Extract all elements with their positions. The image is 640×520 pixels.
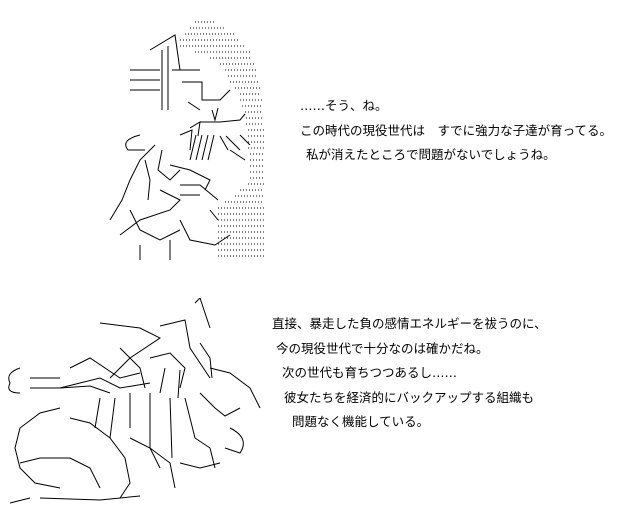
dialogue-line: 彼女たちを経済的にバックアップする組織も bbox=[284, 389, 535, 405]
dialogue-line: 問題なく機能している。 bbox=[292, 414, 430, 429]
ascii-art-figure-bottom-drawing bbox=[8, 298, 261, 504]
dialogue-line: この時代の現役世代は すでに強力な子達が育ってる。 bbox=[300, 122, 613, 138]
ascii-art-figure-top bbox=[100, 10, 280, 270]
dialogue-line: 今の現役世代で十分なのは確かだね。 bbox=[276, 340, 489, 356]
ascii-art-figure-top-drawing bbox=[109, 21, 264, 260]
dialogue-line: 次の世代も育ちつつあるし…… bbox=[282, 365, 458, 380]
ascii-art-figure-bottom bbox=[0, 298, 270, 513]
dialogue-line: 直接、暴走した負の感情エネルギーを祓うのに、 bbox=[272, 316, 547, 331]
dialogue-line: 私が消えたところで問題がないでしょうね。 bbox=[306, 147, 556, 162]
dialogue-line: ……そう、ね。 bbox=[300, 98, 388, 113]
dialogue-panel-top: ……そう、ね。 この時代の現役世代は すでに強力な子達が育ってる。 私が消えたと… bbox=[300, 94, 612, 168]
dialogue-panel-bottom: 直接、暴走した負の感情エネルギーを祓うのに、 今の現役世代で十分なのは確かだね。… bbox=[272, 312, 547, 435]
